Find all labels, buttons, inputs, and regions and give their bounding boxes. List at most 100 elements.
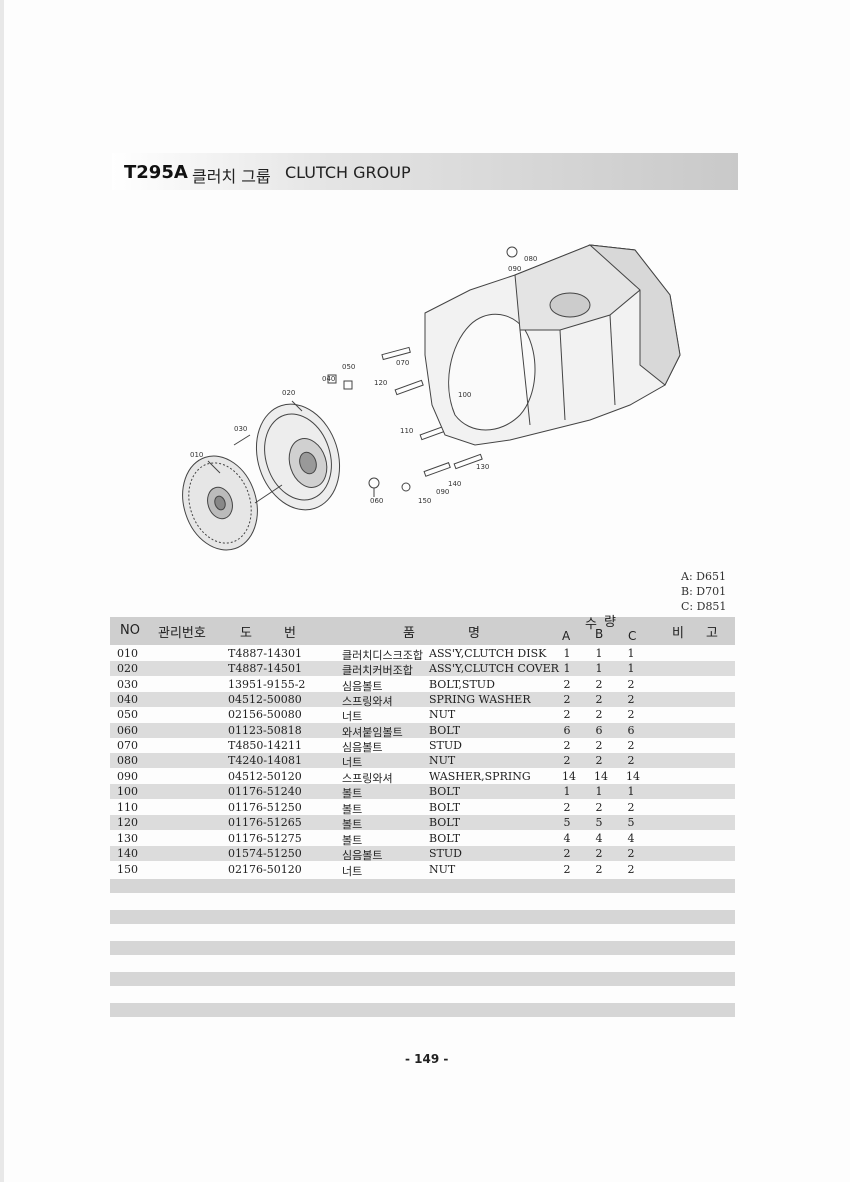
label-110: 110: [400, 427, 413, 435]
row-name-korean: 볼트: [342, 803, 363, 816]
col-a: A: [562, 629, 571, 643]
row-qty-c: 2: [627, 708, 635, 721]
row-qty-b: 2: [595, 847, 603, 860]
row-no: 090: [117, 770, 138, 783]
page-number: - 149 -: [405, 1052, 449, 1066]
row-qty-c: 14: [626, 770, 640, 783]
row-no: 030: [117, 678, 138, 691]
row-no: 080: [117, 754, 138, 767]
row-qty-c: 2: [627, 754, 635, 767]
col-b: B: [595, 627, 604, 641]
col-qty-2: 량: [604, 615, 616, 630]
row-no: 110: [117, 801, 138, 814]
table-header: NO 관리번호 도 번 품 명 수 량 A B C 비 고: [110, 615, 735, 645]
row-no: 060: [117, 724, 138, 737]
row-name-korean: 스프링와셔: [342, 772, 393, 785]
label-040: 040: [322, 375, 335, 383]
col-drawing-2: 번: [284, 626, 296, 641]
row-no: 050: [117, 708, 138, 721]
row-qty-a: 2: [563, 708, 571, 721]
row-name-english: BOLT,STUD: [429, 678, 495, 691]
row-qty-c: 2: [627, 739, 635, 752]
row-qty-c: 2: [627, 847, 635, 860]
row-name-english: BOLT: [429, 832, 461, 845]
row-part-number: 01176-51265: [228, 816, 302, 829]
label-150: 150: [418, 497, 431, 505]
label-090-top: 090: [508, 265, 521, 273]
col-no: NO: [120, 623, 140, 638]
clutch-disk-drawing: [182, 455, 258, 551]
row-name-english: BOLT: [429, 801, 461, 814]
row-qty-a: 5: [563, 816, 571, 829]
label-060: 060: [370, 497, 383, 505]
row-qty-c: 1: [627, 647, 635, 660]
row-name-korean: 와셔붙임볼트: [342, 726, 403, 739]
row-part-number: 13951-9155-2: [228, 678, 306, 691]
group-code: T295A: [124, 162, 188, 183]
empty-row: [110, 972, 735, 986]
label-130: 130: [476, 463, 489, 471]
row-name-english: NUT: [429, 863, 456, 876]
col-drawing-1: 도: [240, 626, 252, 641]
row-qty-a: 2: [563, 754, 571, 767]
row-qty-c: 6: [627, 724, 635, 737]
row-name-english: ASS'Y,CLUTCH DISK: [429, 647, 547, 660]
row-qty-a: 2: [563, 678, 571, 691]
row-qty-c: 4: [627, 832, 635, 845]
row-name-korean: 너트: [342, 756, 363, 769]
label-070: 070: [396, 359, 409, 367]
label-080: 080: [524, 255, 537, 263]
row-qty-a: 1: [563, 647, 571, 660]
row-qty-b: 2: [595, 739, 603, 752]
col-name-2: 명: [468, 626, 480, 641]
col-c: C: [628, 629, 637, 643]
row-qty-c: 1: [627, 662, 635, 675]
scan-edge: [0, 0, 4, 1182]
title-bar: [112, 153, 738, 190]
row-name-korean: 너트: [342, 710, 363, 723]
row-qty-b: 1: [595, 662, 603, 675]
col-qty-1: 수: [585, 617, 597, 632]
label-100: 100: [458, 391, 471, 399]
row-part-number: 01176-51250: [228, 801, 302, 814]
row-qty-b: 2: [595, 708, 603, 721]
row-no: 010: [117, 647, 138, 660]
group-title-korean: 클러치 그룹: [192, 167, 271, 186]
row-no: 040: [117, 693, 138, 706]
row-qty-b: 6: [595, 724, 603, 737]
col-name-1: 품: [403, 626, 415, 641]
label-020: 020: [282, 389, 295, 397]
row-name-english: BOLT: [429, 724, 461, 737]
row-qty-a: 1: [563, 662, 571, 675]
row-name-korean: 스프링와셔: [342, 695, 393, 708]
row-no: 070: [117, 739, 138, 752]
row-part-number: T4240-14081: [228, 754, 303, 767]
row-qty-a: 2: [563, 847, 571, 860]
row-qty-b: 1: [595, 785, 603, 798]
row-name-english: STUD: [429, 847, 462, 860]
row-qty-a: 1: [563, 785, 571, 798]
label-030: 030: [234, 425, 247, 433]
row-no: 020: [117, 662, 138, 675]
row-qty-b: 1: [595, 647, 603, 660]
row-part-number: T4850-14211: [228, 739, 303, 752]
row-part-number: 01176-51240: [228, 785, 302, 798]
row-name-korean: 클러치디스크조합: [342, 649, 423, 662]
row-qty-c: 2: [627, 693, 635, 706]
row-qty-a: 2: [563, 693, 571, 706]
row-qty-a: 2: [563, 863, 571, 876]
row-qty-b: 2: [595, 801, 603, 814]
row-name-korean: 심음볼트: [342, 680, 383, 693]
row-name-english: BOLT: [429, 785, 461, 798]
row-qty-b: 2: [595, 863, 603, 876]
